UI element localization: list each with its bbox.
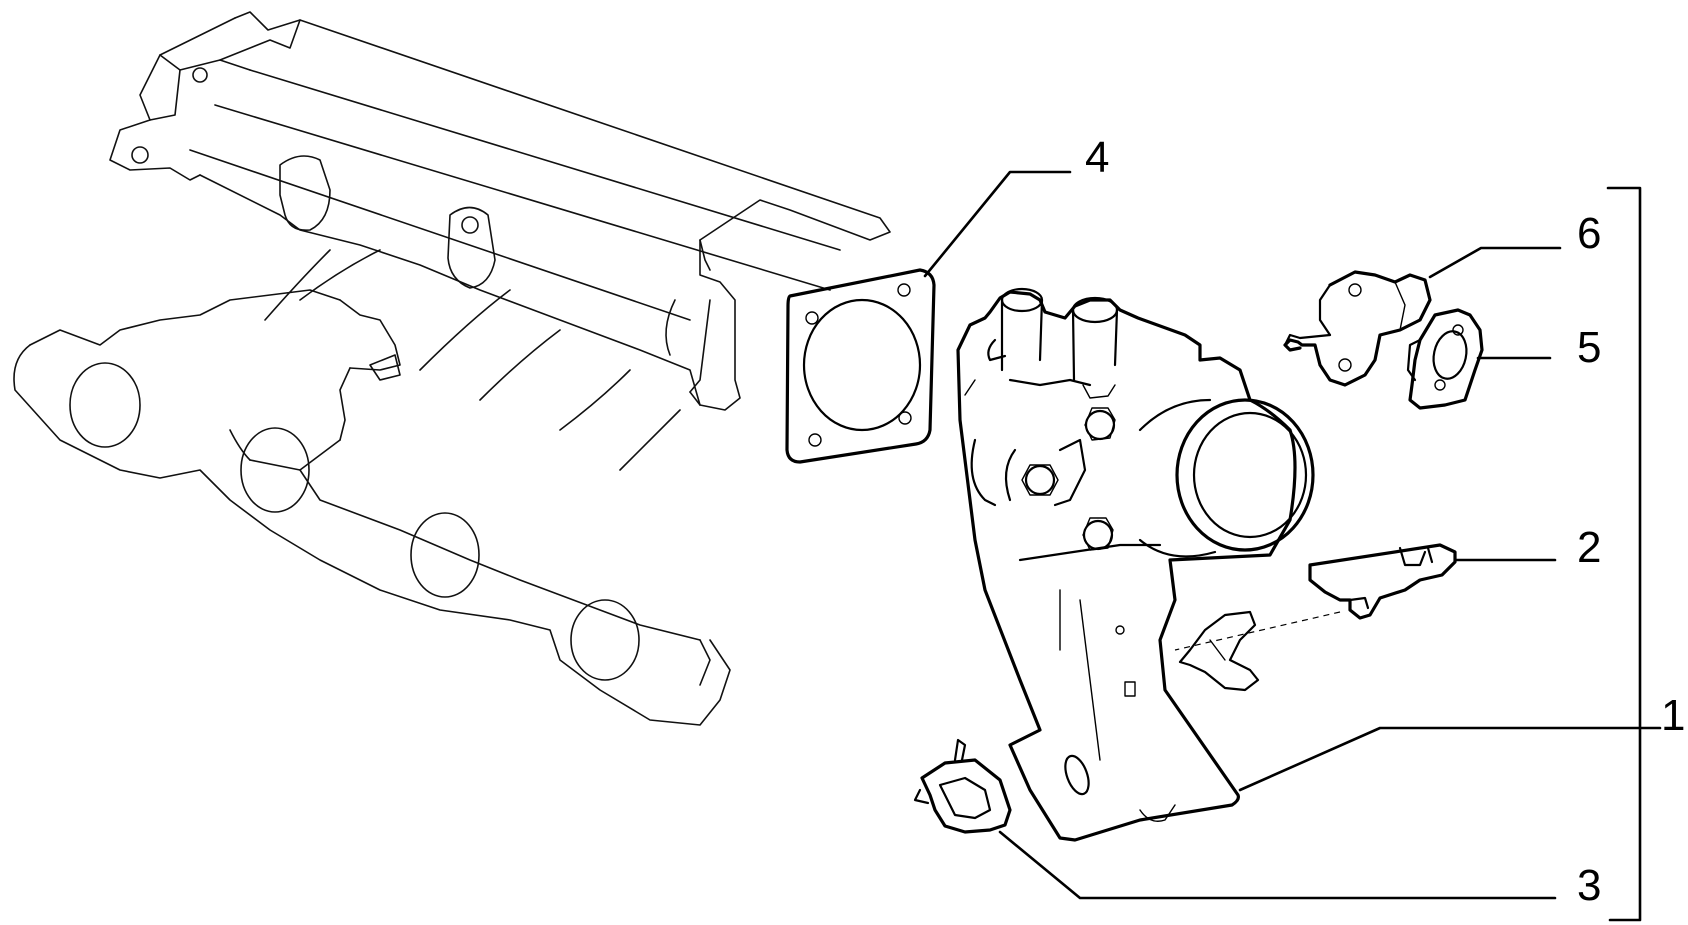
leader-lines xyxy=(923,170,1662,900)
callout-4: 4 xyxy=(1085,133,1109,182)
gasket-part-4 xyxy=(785,268,936,464)
callout-labels: 4 6 5 2 1 3 xyxy=(1085,133,1685,910)
leader-line-3 xyxy=(998,830,1557,900)
callout-6: 6 xyxy=(1577,209,1601,258)
idle-valve-part-6 xyxy=(1283,270,1432,387)
callout-5: 5 xyxy=(1577,323,1601,372)
connector-part-2 xyxy=(1174,543,1457,651)
assembly-bracket xyxy=(1606,186,1642,922)
callout-3: 3 xyxy=(1577,861,1601,910)
leader-line-1 xyxy=(1238,726,1662,792)
callout-1: 1 xyxy=(1661,691,1685,740)
leader-line-4 xyxy=(923,170,1072,278)
leader-line-6 xyxy=(1428,246,1562,279)
clip-part-3 xyxy=(913,738,1012,834)
throttle-body-part-1 xyxy=(956,287,1315,842)
callout-2: 2 xyxy=(1577,523,1601,572)
intake-manifold-drawing xyxy=(13,11,891,726)
sensor-part-5 xyxy=(1406,308,1484,410)
